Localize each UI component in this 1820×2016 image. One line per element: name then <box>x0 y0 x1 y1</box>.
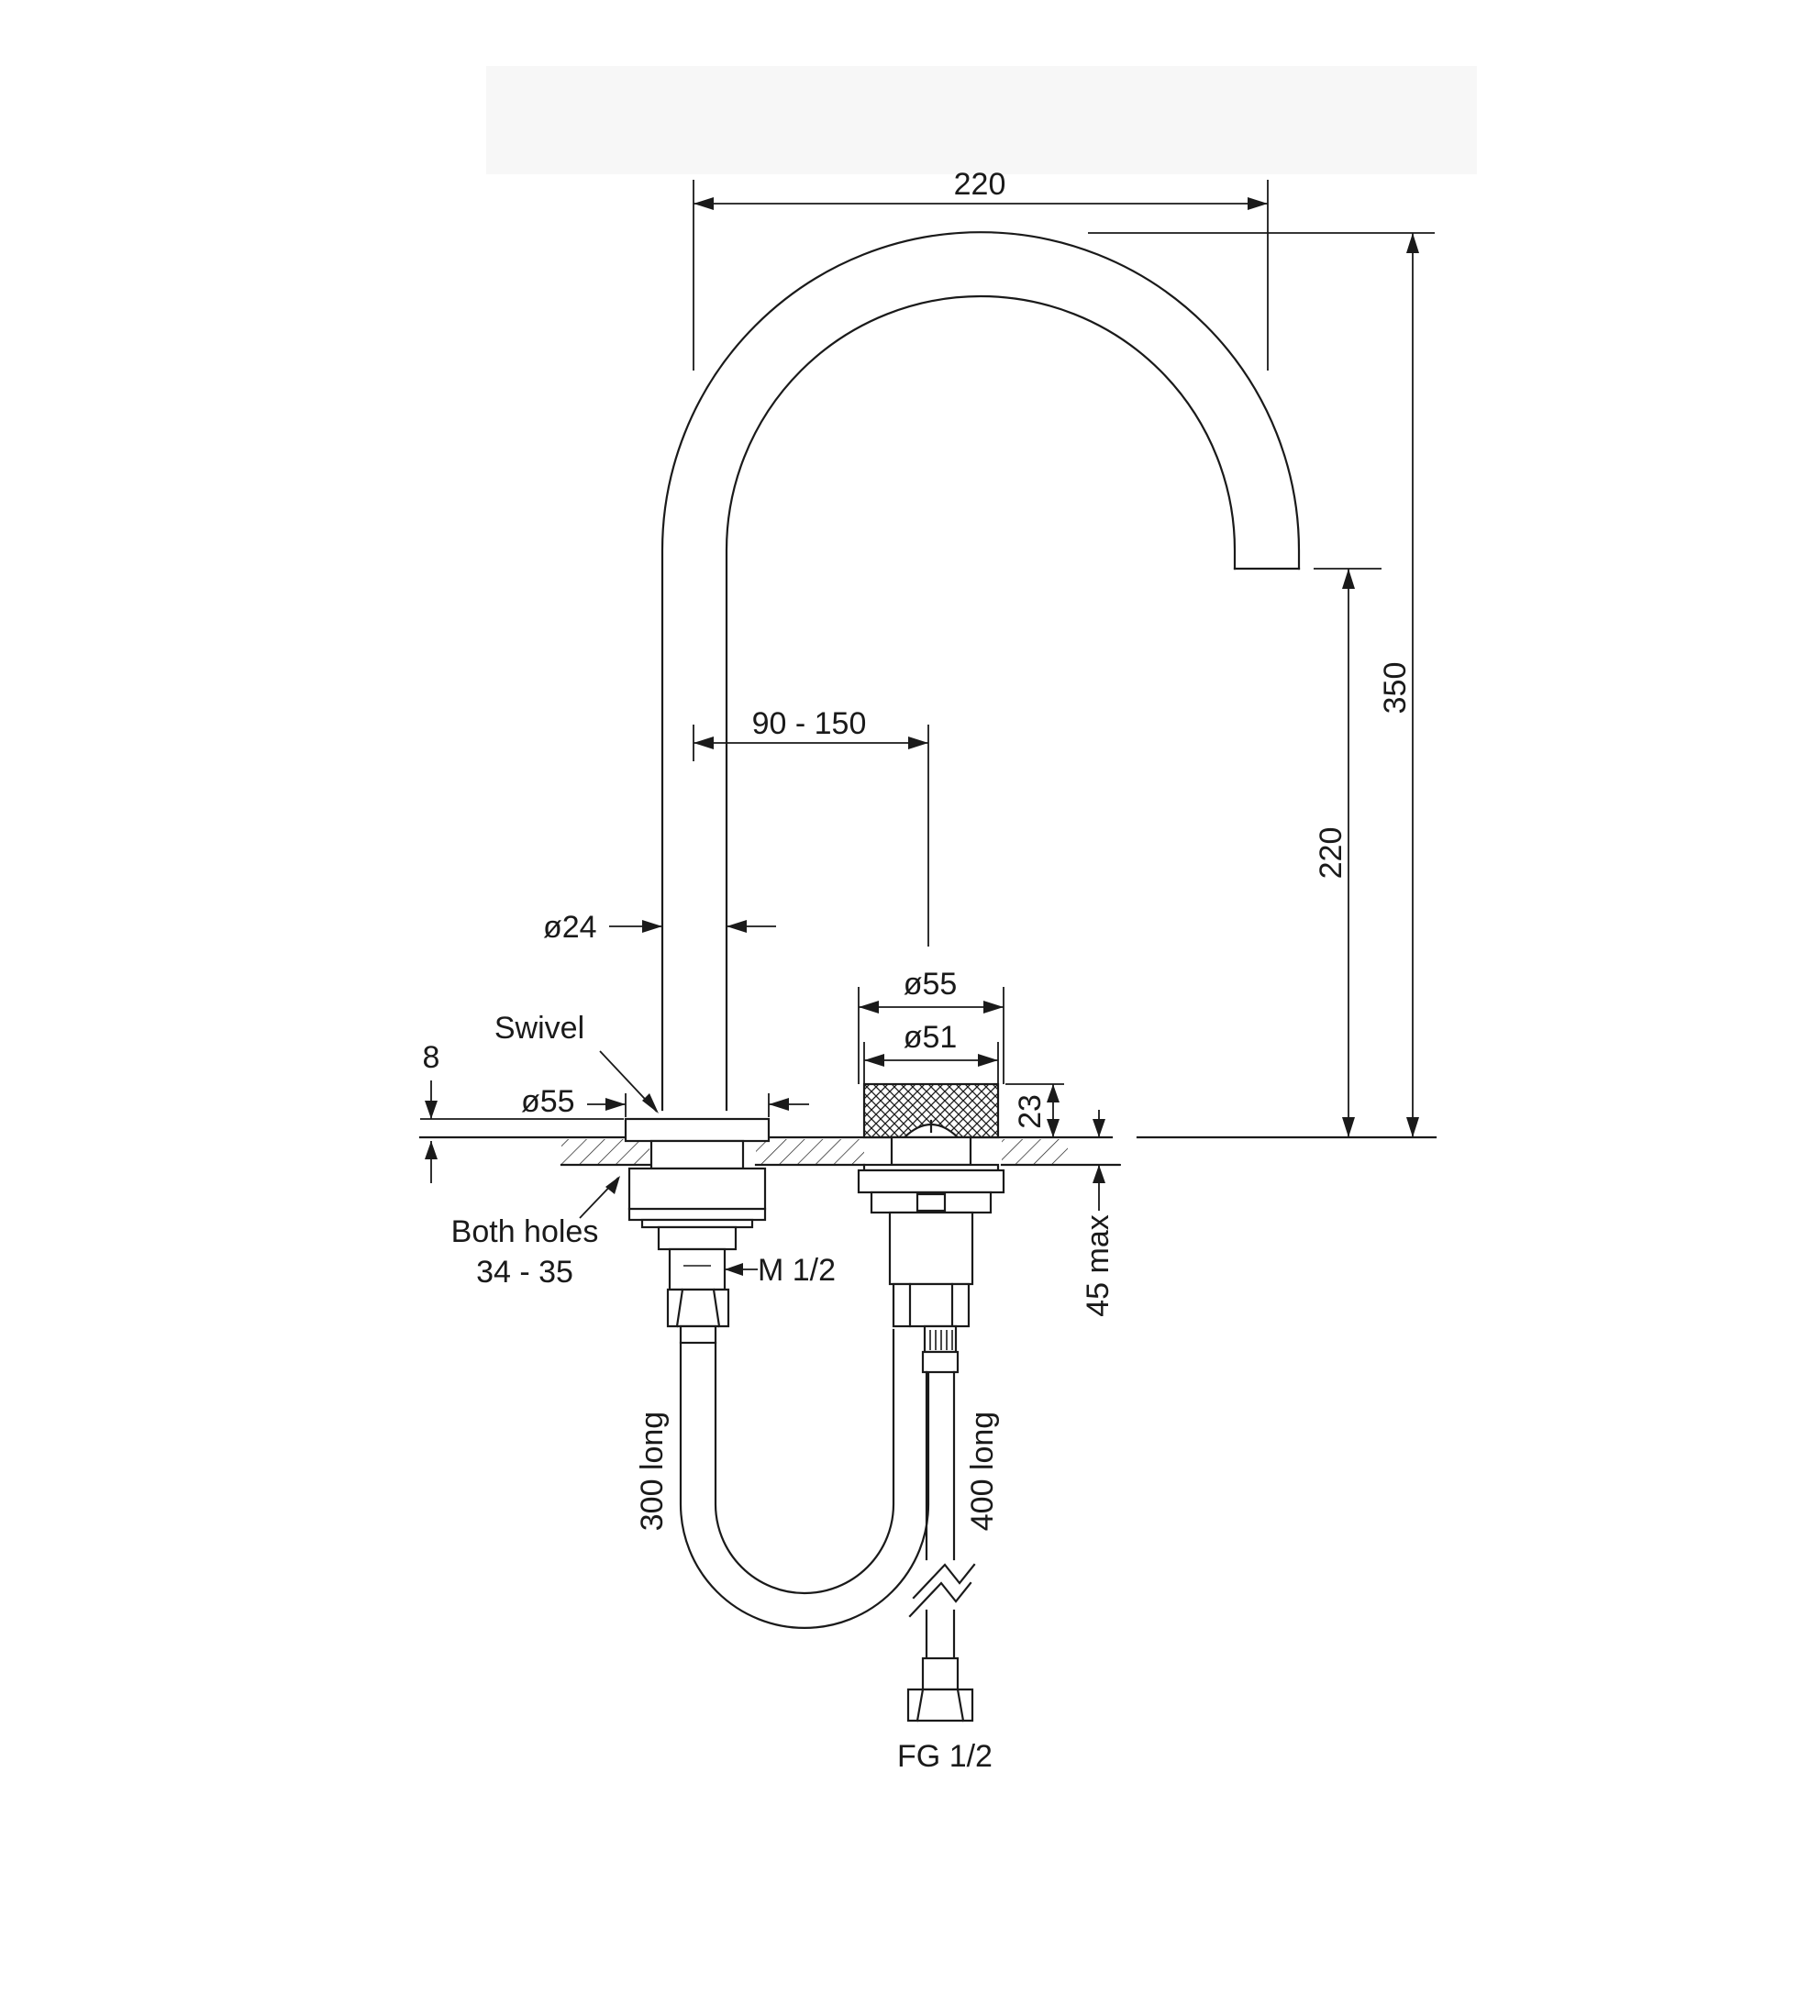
label-max-deck: 45 max <box>1081 1214 1115 1317</box>
leader-both-holes <box>579 1176 620 1219</box>
label-handle-height: 23 <box>1013 1094 1048 1129</box>
dim-centres <box>693 725 929 947</box>
label-swivel: Swivel <box>494 1011 584 1046</box>
label-flange-thickness: 8 <box>423 1040 440 1075</box>
hose-left <box>679 1328 930 1630</box>
leader-thread <box>725 1263 758 1276</box>
dim-handle-outer <box>858 987 1004 1084</box>
label-both-holes-line1: Both holes <box>451 1214 599 1249</box>
dim-base-dia <box>587 1093 809 1117</box>
label-overall-height: 350 <box>1378 662 1413 714</box>
scan-band <box>486 66 1477 174</box>
dim-spout-dia <box>609 920 776 933</box>
dim-handle-height <box>1005 1083 1064 1137</box>
label-hose-left: 300 long <box>635 1412 670 1531</box>
label-centres: 90 - 150 <box>752 706 867 741</box>
label-handle-inner-dia: ø51 <box>904 1020 958 1055</box>
label-spout-reach: 220 <box>954 167 1006 202</box>
dim-max-deck <box>1084 1110 1121 1211</box>
spout <box>660 230 1301 1112</box>
spout-inner-edge <box>725 294 1237 1112</box>
dim-outlet-height <box>1314 568 1382 1137</box>
label-hose-right: 400 long <box>965 1412 1000 1531</box>
dim-overall-height <box>1088 232 1435 1137</box>
label-outlet-height: 220 <box>1314 827 1348 880</box>
dim-handle-inner <box>863 1042 999 1084</box>
leader-swivel <box>599 1050 659 1113</box>
dim-flange <box>420 1080 624 1183</box>
countertop <box>418 1135 1437 1167</box>
hose-right <box>906 1370 976 1722</box>
spout-base <box>624 1117 771 1345</box>
label-thread: M 1/2 <box>758 1253 836 1288</box>
dim-spout-reach <box>693 180 1269 371</box>
spout-outer-edge <box>660 230 1301 1112</box>
label-base-dia: ø55 <box>521 1084 575 1119</box>
label-handle-outer-dia: ø55 <box>904 967 958 1002</box>
handle-valve <box>857 1082 1005 1374</box>
label-spout-dia: ø24 <box>543 910 597 945</box>
label-connector: FG 1/2 <box>897 1739 993 1774</box>
label-both-holes-line2: 34 - 35 <box>476 1255 573 1290</box>
